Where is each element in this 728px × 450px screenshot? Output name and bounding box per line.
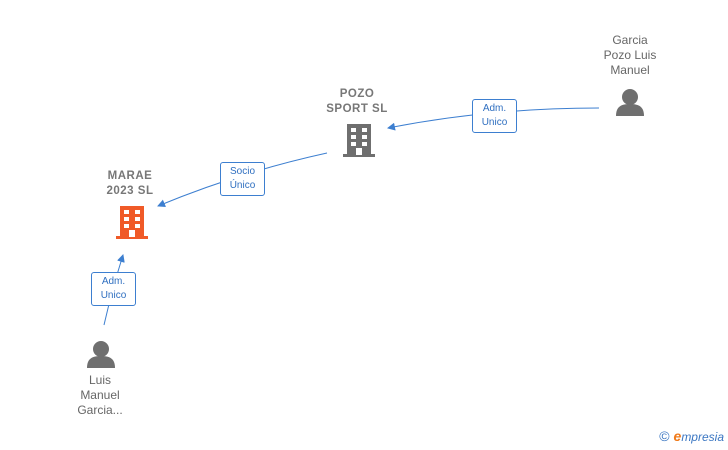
label-line: Adm. <box>482 103 507 114</box>
label-line: Unico <box>481 117 508 128</box>
brand-initial: e <box>673 428 682 444</box>
label-line: Único <box>229 180 256 191</box>
empresia-watermark[interactable]: © empresia <box>659 428 724 444</box>
brand-rest: mpresia <box>681 430 724 444</box>
person-label-garcia[interactable]: Garcia Pozo Luis Manuel <box>585 33 675 78</box>
label-line: Garcia <box>612 33 648 47</box>
label-line: Unico <box>100 290 127 301</box>
person-icon[interactable] <box>616 89 644 116</box>
label-line: MARAE <box>107 170 153 182</box>
edge-label-pozo-marae[interactable]: Socio Único <box>220 162 265 196</box>
label-line: 2023 SL <box>106 185 154 197</box>
label-line: Luis <box>88 373 111 387</box>
brand-logo: empresia <box>674 428 724 444</box>
edge-label-garcia-pozo[interactable]: Adm. Unico <box>472 99 517 133</box>
label-line: Manuel <box>80 388 120 402</box>
person-icon[interactable] <box>87 341 115 368</box>
label-line: Manuel <box>610 63 650 77</box>
label-line: Garcia... <box>77 403 123 417</box>
company-label-pozo[interactable]: POZO SPORT SL <box>312 87 402 117</box>
edge-label-luis-marae[interactable]: Adm. Unico <box>91 272 136 306</box>
building-icon[interactable] <box>343 124 375 157</box>
copyright-icon: © <box>659 428 670 444</box>
label-line: Socio <box>229 166 255 177</box>
label-line: Adm. <box>101 276 126 287</box>
person-label-luis[interactable]: Luis Manuel Garcia... <box>55 373 145 418</box>
company-label-marae[interactable]: MARAE 2023 SL <box>88 169 172 199</box>
label-line: POZO <box>339 88 375 100</box>
building-icon[interactable] <box>116 206 148 239</box>
label-line: Pozo Luis <box>603 48 657 62</box>
label-line: SPORT SL <box>326 103 388 115</box>
